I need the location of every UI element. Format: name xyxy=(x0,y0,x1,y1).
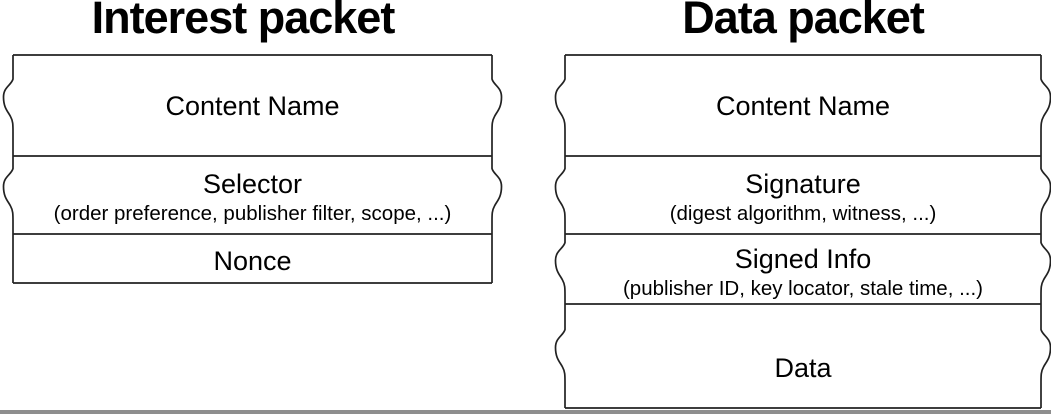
data-packet-title: Data packet xyxy=(682,0,925,43)
bottom-rule xyxy=(0,410,1051,414)
data-packet-box xyxy=(554,54,1051,409)
interest-packet-title: Interest packet xyxy=(91,0,396,43)
interest-packet-box xyxy=(2,54,503,284)
